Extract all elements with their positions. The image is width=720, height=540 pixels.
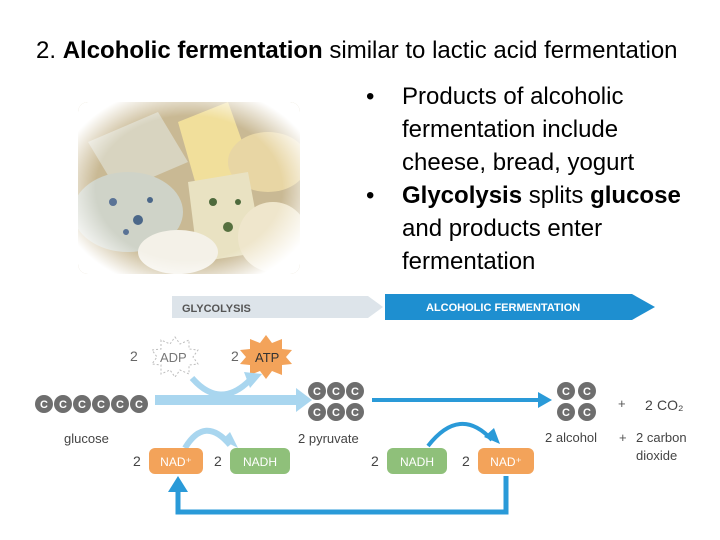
alcohol-label: 2 alcohol [545, 430, 597, 445]
carbon-letter: C [583, 407, 591, 419]
carbon-letter: C [562, 407, 570, 419]
carbon-letter: C [78, 399, 86, 411]
carbon-letter: C [351, 386, 359, 398]
fermentation-label: ALCOHOLIC FERMENTATION [426, 302, 580, 314]
pyruvate-to-alcohol-arrowhead [538, 392, 552, 408]
nad-recycle-arrowhead [168, 476, 188, 492]
atp-label: ATP [255, 350, 279, 365]
alcohol-carbons: C C C C [557, 382, 596, 421]
co2-count: 2 [645, 397, 653, 413]
nadh-to-nad-arrowhead [484, 428, 500, 444]
glycolysis-label: GLYCOLYSIS [182, 303, 251, 315]
carbon-letter: C [332, 407, 340, 419]
plus-sign: + [619, 430, 627, 445]
nadh-left-count: 2 [214, 453, 222, 469]
nadh-right-label: NADH [400, 455, 434, 469]
nadh-left-label: NADH [243, 455, 277, 469]
plus-sign: + [618, 396, 626, 411]
adp-label: ADP [160, 350, 187, 365]
carbon-letter: C [40, 399, 48, 411]
carbon-letter: C [351, 407, 359, 419]
nad-left-count: 2 [133, 453, 141, 469]
glucose-label: glucose [64, 431, 109, 446]
carbon-letter: C [583, 386, 591, 398]
pyruvate-carbons: C C C C C C [308, 382, 364, 421]
nadh-right-count: 2 [371, 453, 379, 469]
nad-to-nadh-arrowhead [222, 432, 238, 448]
glucose-carbons: C C C C C C [35, 395, 148, 413]
atp-count: 2 [231, 348, 239, 364]
adp-count: 2 [130, 348, 138, 364]
carbon-letter: C [562, 386, 570, 398]
carbon-letter: C [332, 386, 340, 398]
nad-left-label: NAD⁺ [160, 455, 192, 469]
co2-label: CO₂ [657, 397, 683, 413]
carbon-letter: C [313, 407, 321, 419]
carbon-letter: C [59, 399, 67, 411]
nad-recycle-loop [178, 476, 506, 512]
carbon-dioxide-line1: 2 carbon [636, 430, 687, 445]
nadh-to-nad-arrow [428, 424, 492, 446]
pyruvate-label: 2 pyruvate [298, 431, 359, 446]
carbon-letter: C [97, 399, 105, 411]
carbon-letter: C [135, 399, 143, 411]
nad-right-label: NAD⁺ [490, 455, 522, 469]
adp-to-atp-arrow [192, 378, 250, 395]
carbon-letter: C [116, 399, 124, 411]
nad-right-count: 2 [462, 453, 470, 469]
carbon-dioxide-line2: dioxide [636, 448, 677, 463]
carbon-letter: C [313, 386, 321, 398]
